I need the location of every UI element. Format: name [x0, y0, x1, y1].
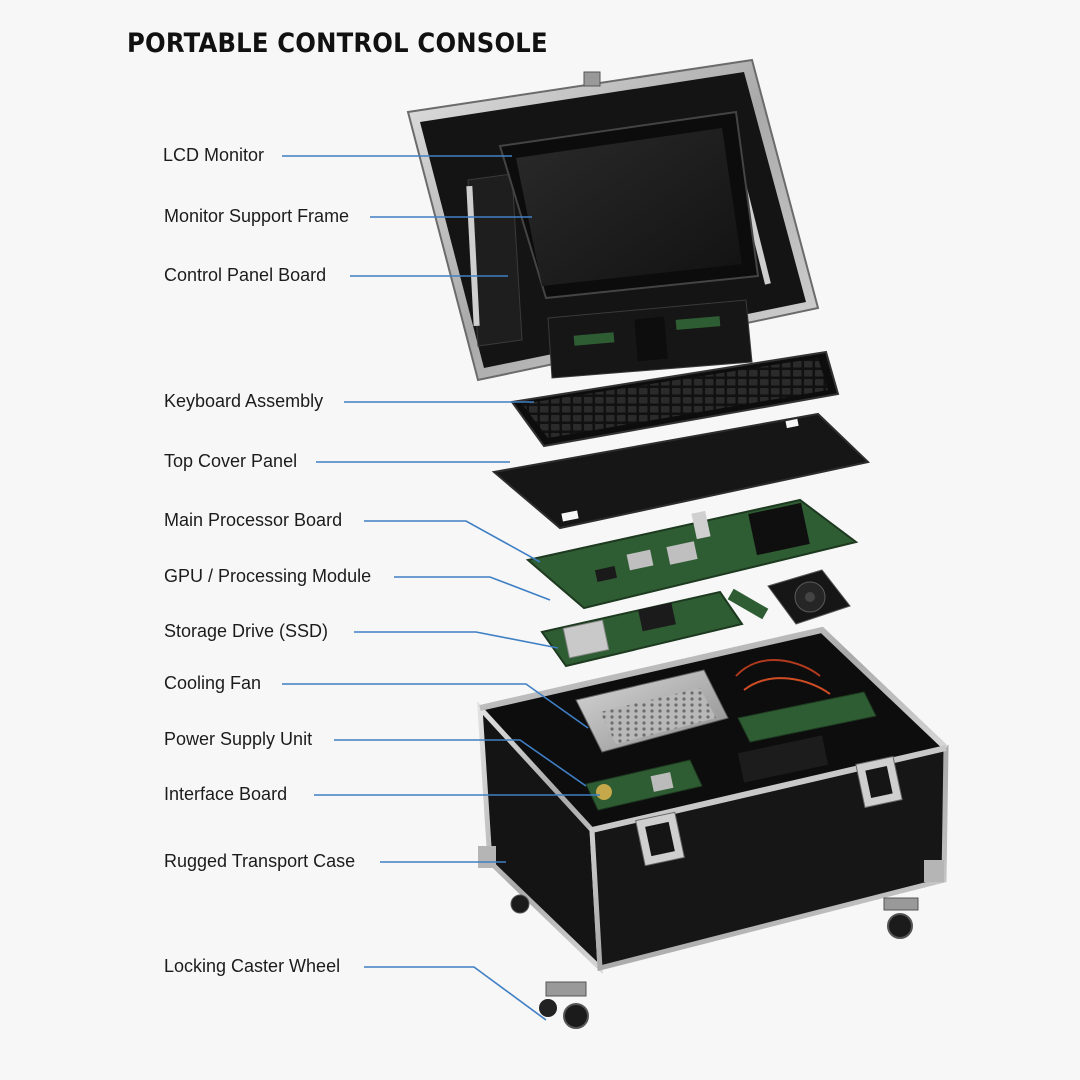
- label-storage-drive: Storage Drive (SSD): [164, 621, 329, 641]
- interface-board-shape: [585, 759, 703, 811]
- keyboard-shape: [510, 350, 840, 448]
- cooling-fan-shape: [767, 569, 851, 625]
- label-rugged-transport-case: Rugged Transport Case: [164, 851, 356, 871]
- ssd-board-shape: [540, 588, 769, 668]
- case-internal-boards: [735, 659, 877, 783]
- lcd-monitor-shape: [498, 110, 760, 300]
- leader-caster-wheel: [364, 966, 547, 1021]
- label-main-processor-board: Main Processor Board: [164, 510, 343, 530]
- power-supply-shape: [575, 669, 729, 753]
- leader-storage-drive: [354, 631, 559, 649]
- control-panel-board-shape: [547, 299, 753, 379]
- main-processor-board-shape: [525, 498, 859, 610]
- label-locking-caster-wheel: Locking Caster Wheel: [164, 956, 341, 976]
- label-cooling-fan: Cooling Fan: [164, 673, 262, 693]
- leader-lines: [282, 155, 600, 1021]
- label-interface-board: Interface Board: [164, 784, 288, 804]
- label-keyboard-assembly: Keyboard Assembly: [164, 391, 324, 411]
- leader-gpu-module: [394, 576, 551, 601]
- caster-wheel-front: [539, 981, 589, 1029]
- diagram-title: PORTABLE CONTROL CONSOLE: [127, 28, 548, 59]
- caster-wheel-right: [883, 897, 919, 939]
- leader-power-supply: [334, 739, 587, 787]
- label-gpu-processing-module: GPU / Processing Module: [164, 566, 372, 586]
- label-lcd-monitor: LCD Monitor: [163, 145, 265, 165]
- label-control-panel-board: Control Panel Board: [164, 265, 327, 285]
- caster-wheel-back: [510, 894, 530, 914]
- label-top-cover-panel: Top Cover Panel: [164, 451, 298, 471]
- label-power-supply-unit: Power Supply Unit: [164, 729, 313, 749]
- transport-case-shape: [477, 626, 949, 975]
- leader-cooling-fan: [282, 683, 589, 729]
- leader-main-processor-board: [364, 520, 541, 563]
- top-cover-panel-shape: [491, 412, 871, 530]
- label-monitor-support-frame: Monitor Support Frame: [164, 206, 350, 226]
